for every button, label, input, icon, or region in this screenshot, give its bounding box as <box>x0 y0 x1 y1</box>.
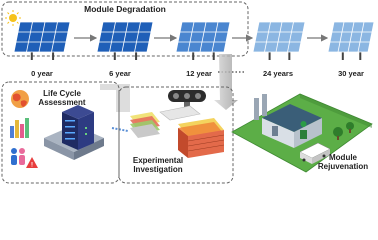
rejuvenation-label-line2: Rejuvenation <box>318 162 368 171</box>
rejuvenation-label-line1: Module <box>329 153 358 162</box>
stage-label-6: 6 year <box>109 69 131 78</box>
recycling-flow-arrow <box>214 54 238 110</box>
glass-sheet-icon <box>159 105 201 121</box>
tree-icon <box>333 122 354 140</box>
degradation-rejuvenation-diagram: Module Degradation 0 year 6 year 12 year… <box>1 1 375 184</box>
module-degradation-title: Module Degradation <box>84 4 166 14</box>
server-rack-icon <box>44 105 104 160</box>
experimental-label-line2: Investigation <box>133 165 182 174</box>
stage-label-24: 24 years <box>263 69 293 78</box>
layered-stack-icon <box>178 118 225 158</box>
stage-label-0: 0 year <box>31 69 53 78</box>
stage-label-30: 30 year <box>338 69 364 78</box>
stage-label-12: 12 year <box>186 69 212 78</box>
factory-icon <box>254 94 322 148</box>
lca-frame <box>1 81 120 184</box>
panel-12-year-icon <box>175 21 231 60</box>
panel-6-year-icon <box>96 21 154 60</box>
lca-input-arrow <box>100 84 130 112</box>
people-icon <box>11 148 25 165</box>
lca-label-line1: Life Cycle <box>43 89 81 98</box>
experimental-frame <box>118 86 234 184</box>
experimental-label-line1: Experimental <box>133 156 183 165</box>
layered-module-sample-icon <box>130 112 160 138</box>
globe-icon <box>11 90 29 108</box>
conveyor-machine-icon <box>168 90 206 110</box>
lca-label-line2: Assessment <box>38 98 85 107</box>
panel-30-year-icon <box>327 21 375 60</box>
panel-24-years-icon <box>252 21 306 60</box>
panel-0-year-icon <box>13 21 71 60</box>
module-degradation-frame <box>1 1 249 57</box>
warning-icon: ! <box>26 157 38 169</box>
truck-icon <box>299 142 331 164</box>
bar-chart-icon <box>10 118 29 138</box>
sun-icon <box>5 10 21 26</box>
lca-to-experimental-arrow <box>111 127 129 132</box>
svg-text:!: ! <box>31 163 33 169</box>
